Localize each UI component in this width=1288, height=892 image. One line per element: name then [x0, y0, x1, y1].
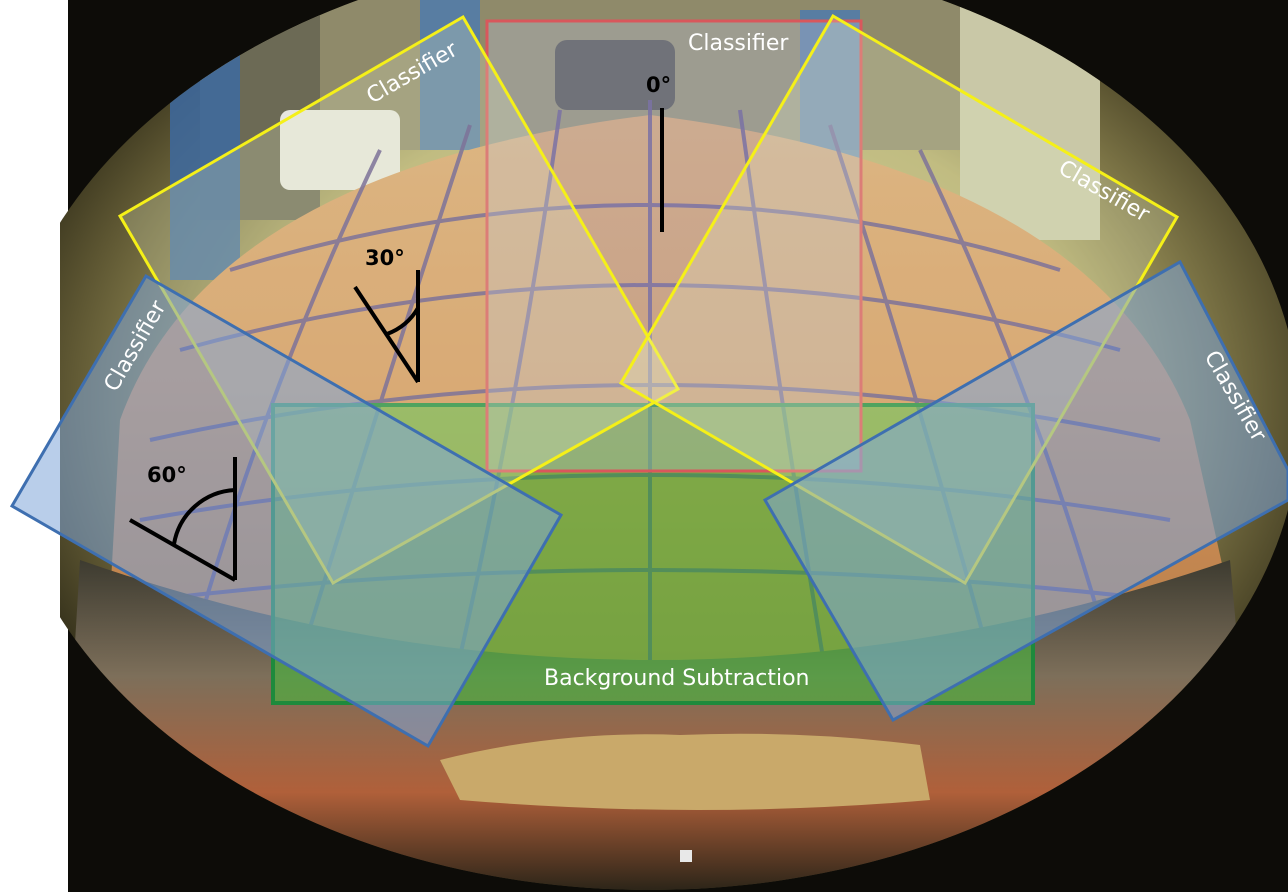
- angle-indicator-60deg: [129, 457, 237, 582]
- angle-indicator-30deg: [353, 270, 420, 384]
- curtain-right: [800, 10, 860, 170]
- angle-label-30: 30°: [365, 246, 405, 270]
- angle-label-60: 60°: [147, 463, 187, 487]
- classifier-region-60deg-right: [762, 259, 1288, 723]
- classifier-label-top: Classifier: [688, 31, 789, 56]
- background-subtraction-label: Background Subtraction: [544, 666, 810, 691]
- classifier-region-60deg-left: [9, 273, 564, 749]
- angle-label-0: 0°: [646, 73, 671, 97]
- classifier-region-0deg: [485, 19, 863, 473]
